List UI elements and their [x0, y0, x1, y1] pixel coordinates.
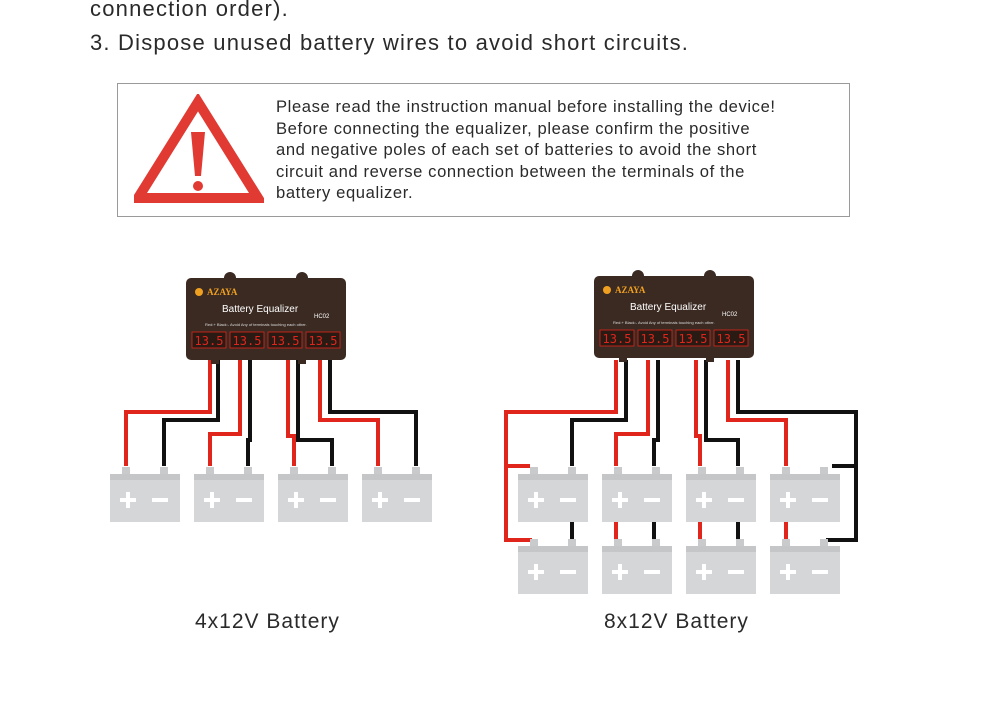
battery — [194, 467, 264, 522]
battery — [686, 539, 756, 594]
voltage-readout: 13.5 — [603, 332, 632, 346]
warning-text: Please read the instruction manual befor… — [276, 96, 846, 204]
right-equalizer: AZAYA Battery Equalizer HC02 Red:+ Black… — [594, 270, 754, 362]
battery — [770, 539, 840, 594]
voltage-readout: 13.5 — [641, 332, 670, 346]
battery — [362, 467, 432, 522]
intro-line-1: connection order). — [90, 0, 289, 21]
caption-4x12v: 4x12V Battery — [195, 610, 340, 633]
brand-label: AZAYA — [615, 285, 646, 295]
battery — [518, 467, 588, 522]
battery — [686, 467, 756, 522]
voltage-readout: 13.5 — [679, 332, 708, 346]
voltage-readout: 13.5 — [717, 332, 746, 346]
warning-box: Please read the instruction manual befor… — [117, 83, 850, 217]
left-equalizer: AZAYA Battery Equalizer HC02 Red:+ Black… — [186, 272, 346, 364]
device-title: Battery Equalizer — [222, 304, 299, 315]
voltage-readout: 13.5 — [195, 334, 224, 348]
warning-line: and negative poles of each set of batter… — [276, 140, 757, 160]
caption-8x12v: 8x12V Battery — [604, 610, 749, 633]
voltage-readout: 13.5 — [271, 334, 300, 348]
battery — [602, 539, 672, 594]
warning-line: Before connecting the equalizer, please … — [276, 118, 751, 138]
left-wires — [124, 360, 418, 466]
warning-line: Please read the instruction manual befor… — [276, 97, 776, 116]
battery — [602, 467, 672, 522]
intro-line-2: 3. Dispose unused battery wires to avoid… — [90, 30, 690, 55]
device-model: HC02 — [722, 312, 738, 318]
battery — [518, 539, 588, 594]
battery — [110, 467, 180, 522]
left-batteries — [110, 467, 432, 522]
right-batteries-top-row — [518, 467, 840, 522]
battery — [770, 467, 840, 522]
voltage-readout: 13.5 — [309, 334, 338, 348]
device-title: Battery Equalizer — [630, 302, 707, 313]
right-batteries-bottom-row — [518, 539, 840, 594]
device-note: Red:+ Black:- Avoid Any of terminals tou… — [205, 322, 307, 327]
warning-triangle-icon — [134, 94, 264, 203]
voltage-readout: 13.5 — [233, 334, 262, 348]
device-note: Red:+ Black:- Avoid Any of terminals tou… — [613, 320, 715, 325]
battery — [278, 467, 348, 522]
warning-line: battery equalizer. — [276, 183, 414, 203]
brand-label: AZAYA — [207, 287, 238, 297]
device-model: HC02 — [314, 314, 330, 320]
warning-line: circuit and reverse connection between t… — [276, 161, 745, 181]
